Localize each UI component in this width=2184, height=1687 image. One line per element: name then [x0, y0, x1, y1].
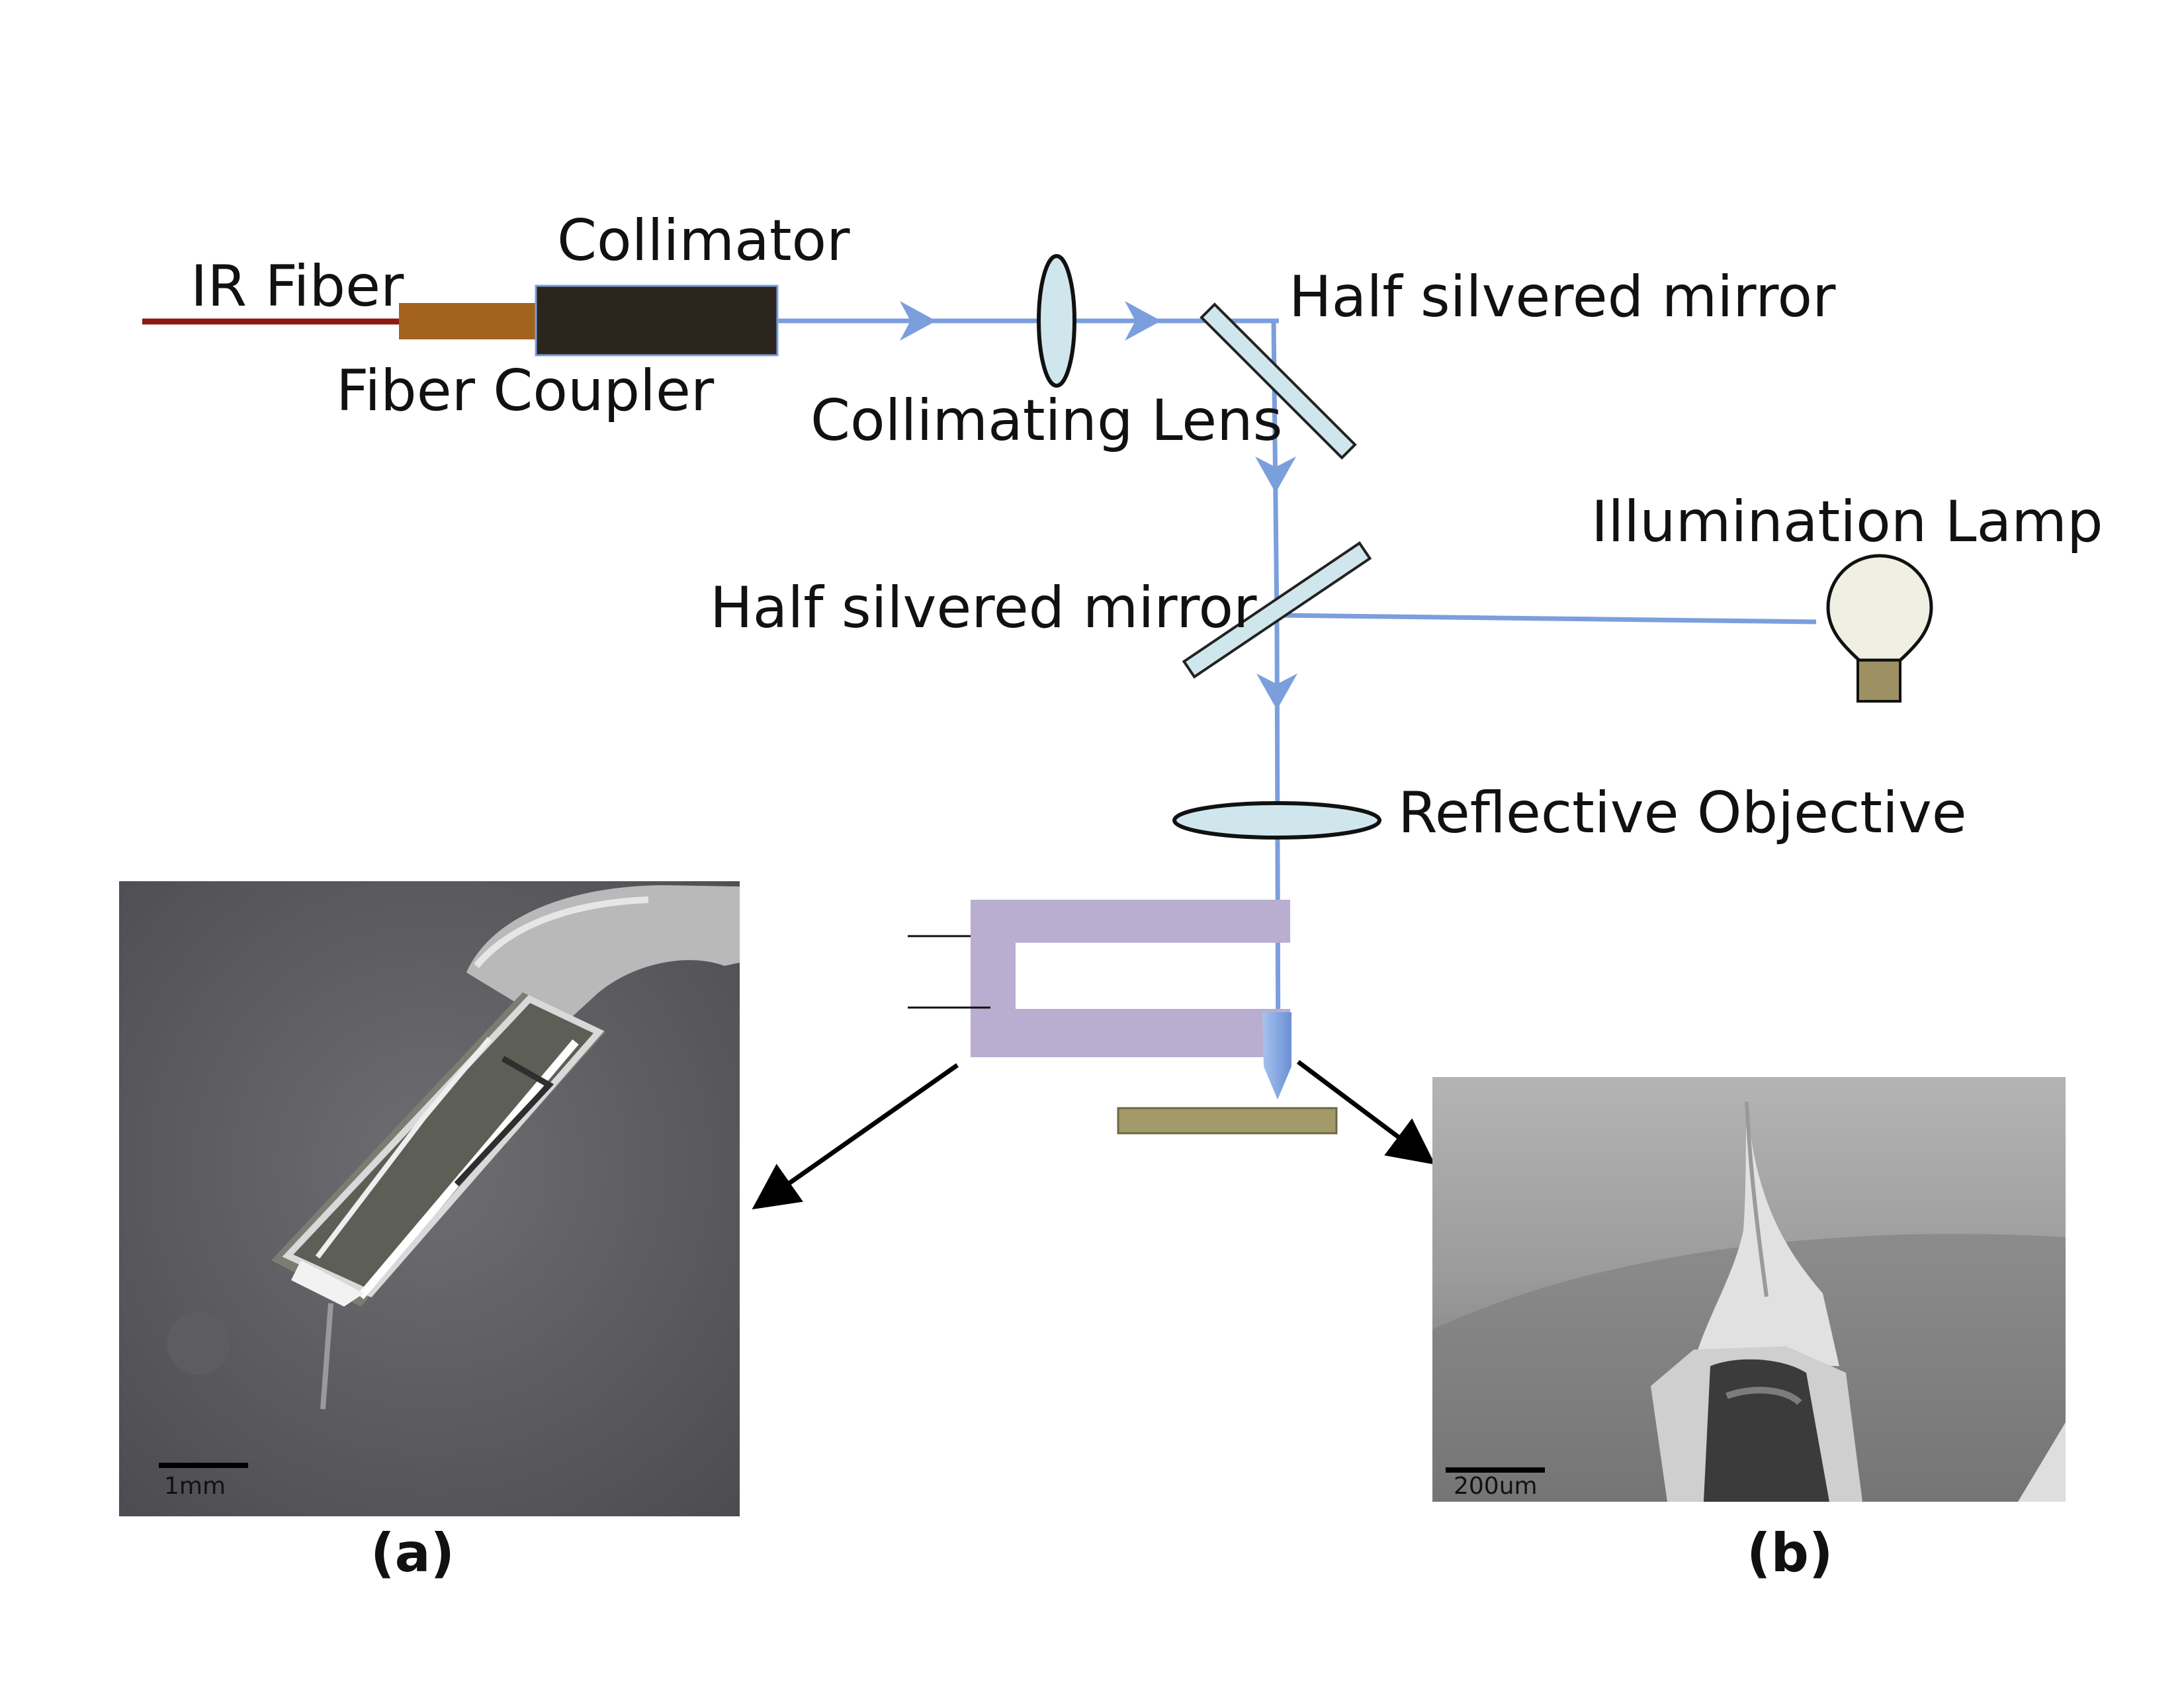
fiber-probe-tip [1262, 1012, 1291, 1100]
label-illumination-lamp: Illumination Lamp [1591, 489, 2103, 555]
label-fiber-coupler: Fiber Coupler [336, 358, 715, 424]
micrograph-a: 1mm [119, 881, 740, 1516]
illumination-lamp-icon [1826, 554, 1933, 703]
beam-arrow-icon [1255, 456, 1296, 493]
probe-holder [971, 900, 1290, 1057]
sample-stage [1117, 1107, 1338, 1135]
label-collimating-lens: Collimating Lens [810, 388, 1283, 454]
label-collimator: Collimator [557, 208, 850, 274]
reflective-objective [1172, 801, 1381, 840]
scale-bar-b-label: 200um [1454, 1473, 1538, 1500]
beam-arrow-icon [1256, 673, 1297, 710]
pointer-arrow-to-b [1296, 1060, 1436, 1165]
collimator [535, 284, 779, 357]
beam-arrow-icon [1125, 301, 1161, 341]
beam-arrow-icon [900, 301, 936, 341]
beam-direction-arrows [900, 301, 1297, 710]
label-half-silvered-mirror-top: Half silvered mirror [1289, 264, 1836, 330]
label-reflective-objective: Reflective Objective [1398, 780, 1967, 846]
pointer-arrow-to-a [752, 1063, 959, 1210]
fiber-coupler [399, 303, 537, 339]
half-silvered-mirror-middle [1182, 541, 1372, 679]
label-half-silvered-mirror-middle: Half silvered mirror [710, 575, 1257, 641]
half-silvered-mirror-top [1200, 302, 1357, 460]
scale-bar-a-label: 1mm [164, 1473, 226, 1500]
collimating-lens [1037, 254, 1076, 388]
label-ir-fiber: IR Fiber [191, 253, 404, 320]
caption-b: (b) [1747, 1522, 1833, 1584]
illumination-beam [1280, 613, 1817, 625]
caption-a: (a) [371, 1522, 455, 1584]
micrograph-b: 200um [1432, 1077, 2066, 1502]
